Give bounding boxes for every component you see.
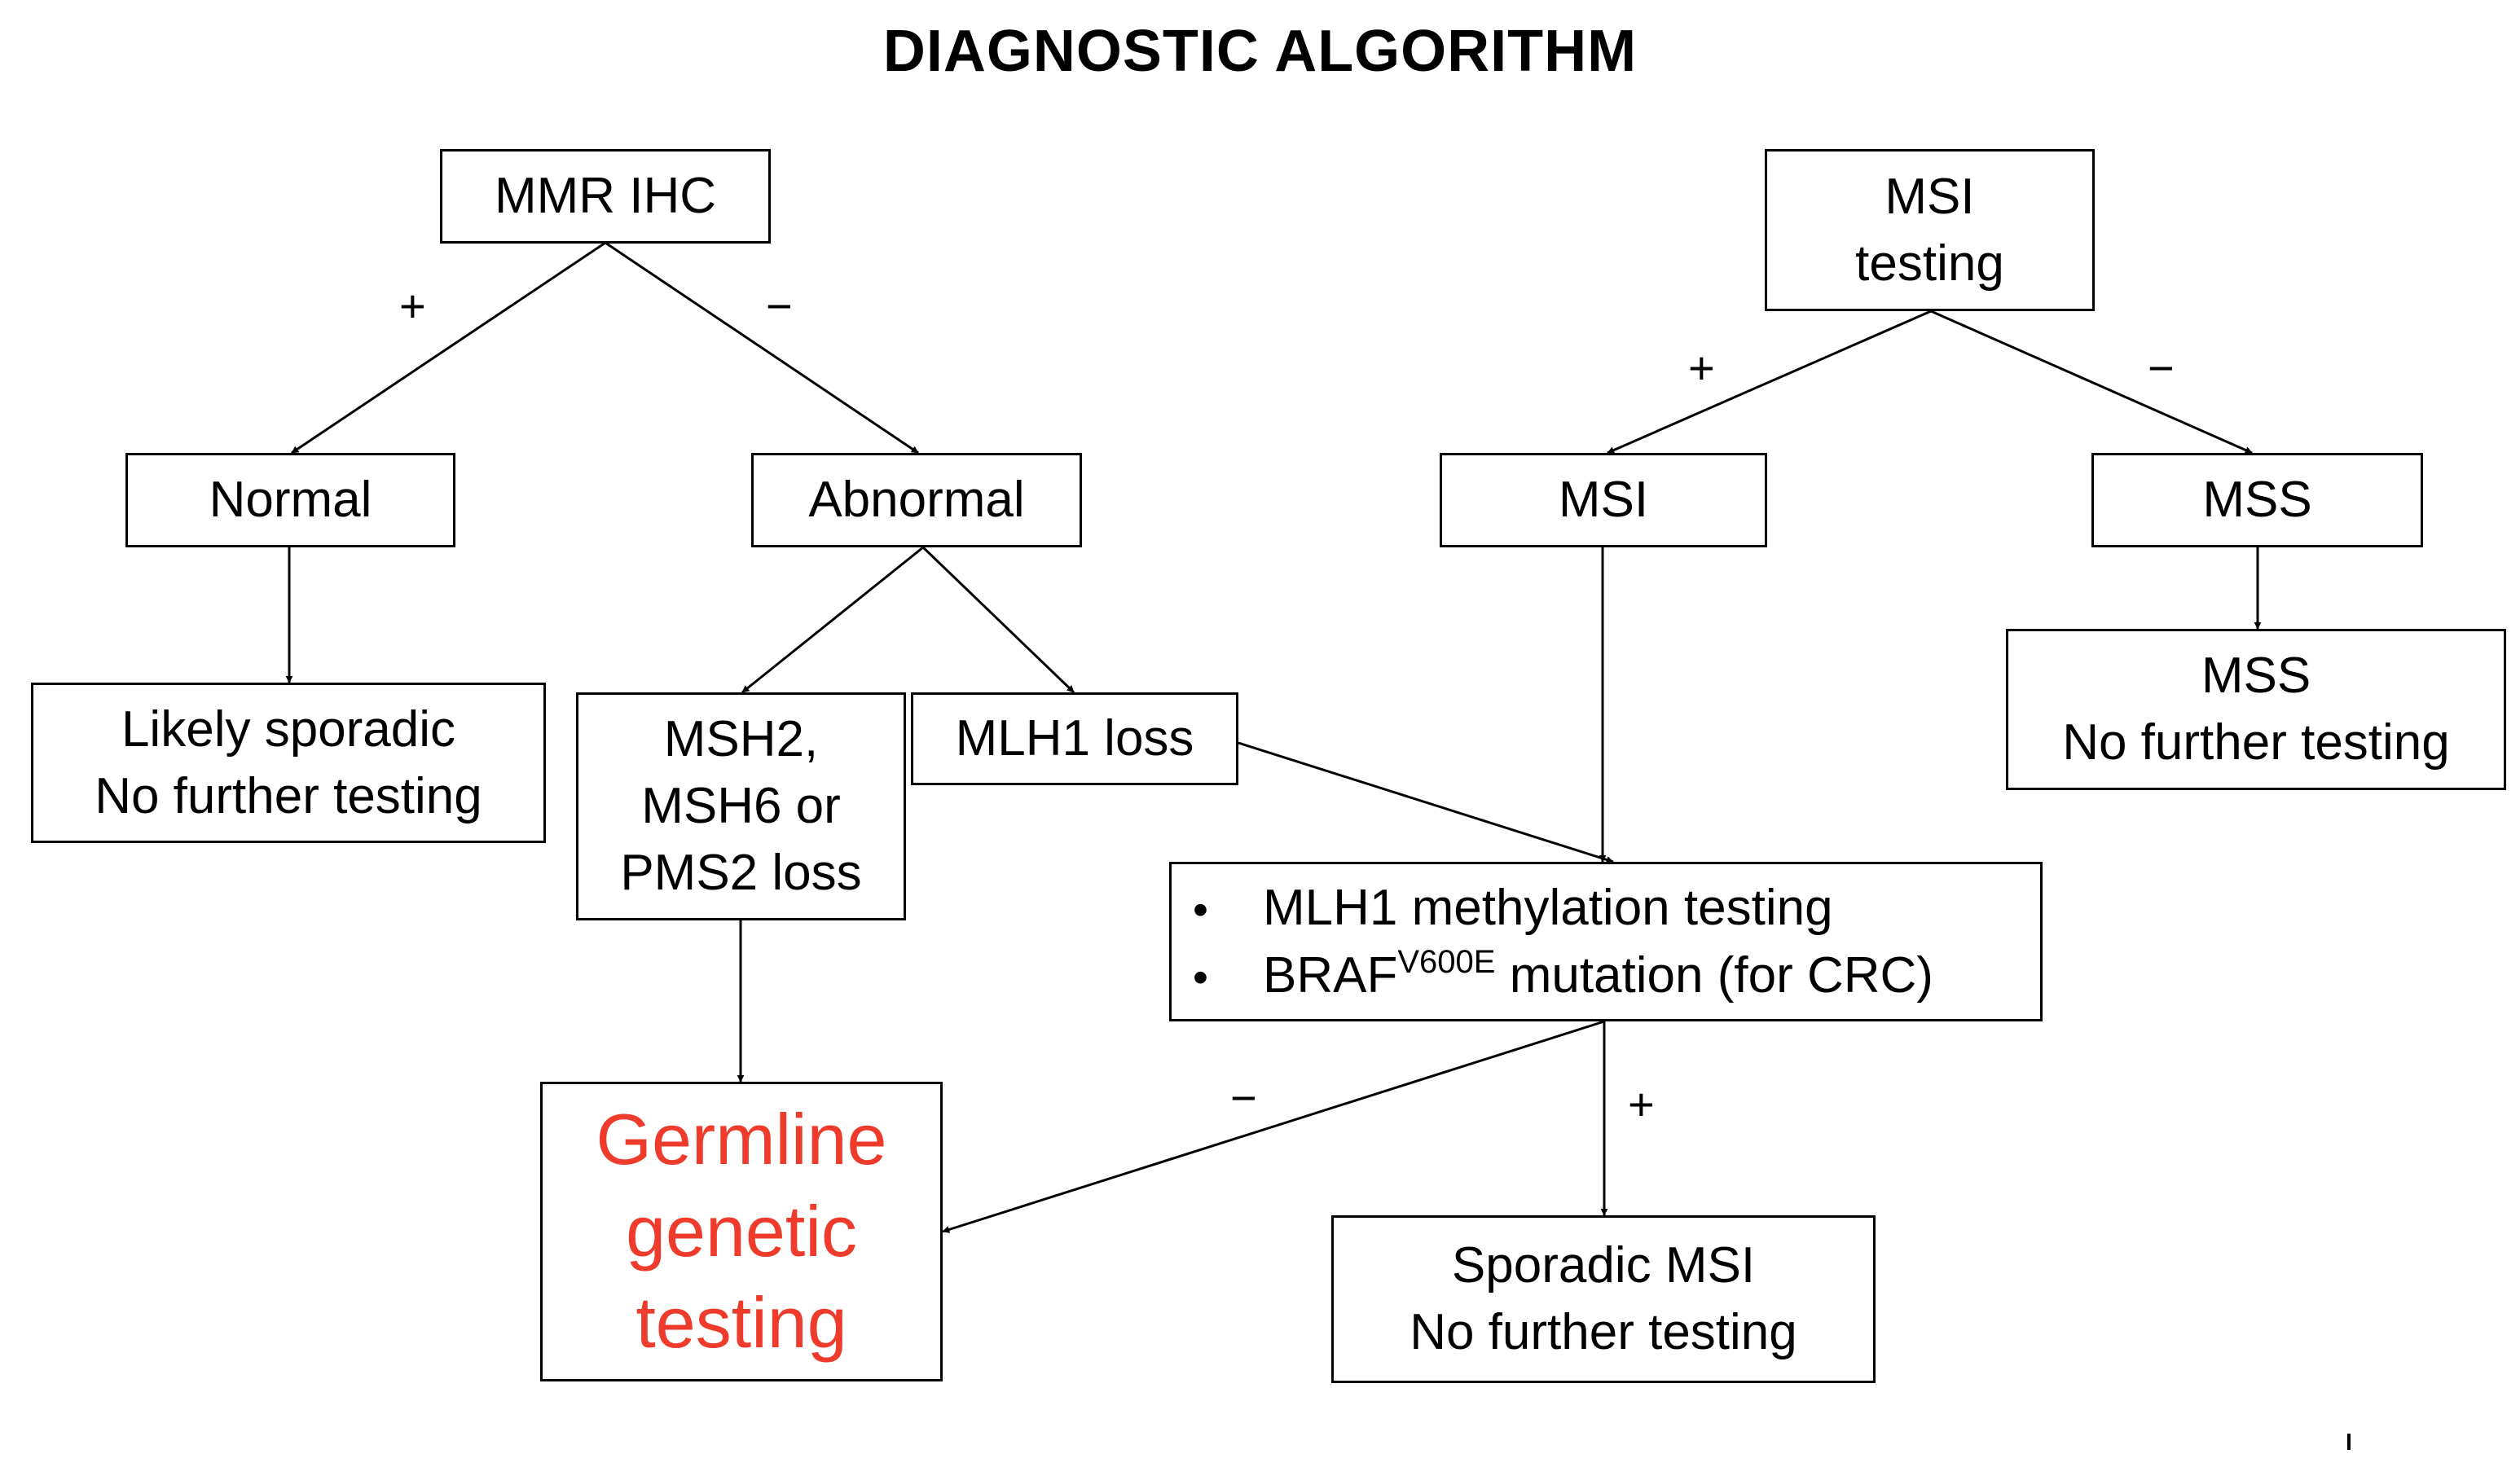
arrow-mlh1-to-methylation [1238, 741, 1614, 863]
node-likely-sporadic-line2: No further testing [95, 767, 482, 824]
edge-label-ihc-negative: − [766, 280, 793, 332]
node-germline-genetic-testing: Germline genetic testing [540, 1082, 943, 1381]
node-msi-testing: MSI testing [1765, 149, 2095, 311]
node-msh2-msh6-pms2-loss: MSH2, MSH6 or PMS2 loss [576, 692, 906, 920]
node-methylation-testing: • MLH1 methylation testing • BRAFV600E m… [1169, 862, 2043, 1021]
bullet-icon: • [1193, 953, 1208, 1002]
arrow-msitest-to-msi [1607, 310, 1932, 455]
node-mmr-ihc-label: MMR IHC [494, 168, 717, 225]
node-germline-line2: genetic [626, 1190, 857, 1272]
node-sporadic-msi-line2: No further testing [1410, 1304, 1797, 1360]
arrow-abnormal-to-mlh1 [921, 546, 1075, 694]
node-abnormal-label: Abnormal [808, 472, 1025, 529]
node-msi-testing-line2: testing [1855, 235, 2004, 292]
node-msi-testing-line1: MSI [1885, 168, 1975, 225]
edge-label-msi-negative: − [2148, 342, 2175, 393]
node-msi-label: MSI [1558, 472, 1649, 529]
node-germline-line1: Germline [596, 1099, 887, 1180]
braf-mutation-text: mutation (for CRC) [1495, 947, 1933, 1004]
node-msi: MSI [1440, 453, 1767, 547]
node-mlh1-loss: MLH1 loss [911, 692, 1238, 785]
methylation-item-2: • BRAFV600E mutation (for CRC) [1193, 942, 1933, 1009]
methylation-item-1-text: MLH1 methylation testing [1263, 879, 1833, 936]
methylation-item-1: • MLH1 methylation testing [1193, 874, 1833, 942]
arrow-abnormal-to-msh2 [741, 546, 924, 694]
node-likely-sporadic: Likely sporadic No further testing [31, 683, 546, 843]
node-germline-line3: testing [635, 1282, 847, 1364]
edge-label-methylation-negative: − [1230, 1072, 1257, 1123]
node-abnormal: Abnormal [751, 453, 1082, 547]
braf-variant-superscript: V600E [1397, 944, 1496, 980]
node-msh2-line1: MSH2, [663, 711, 819, 768]
node-mss-label: MSS [2202, 472, 2312, 529]
node-likely-sporadic-line1: Likely sporadic [121, 701, 456, 758]
node-normal: Normal [125, 453, 455, 547]
edge-label-methylation-positive: + [1628, 1078, 1655, 1130]
arrow-methylation-to-germline [942, 1020, 1605, 1233]
braf-gene-label: BRAF [1263, 947, 1398, 1004]
node-msh2-line3: PMS2 loss [620, 844, 862, 901]
node-sporadic-msi: Sporadic MSI No further testing [1331, 1215, 1876, 1383]
node-mlh1-loss-label: MLH1 loss [955, 710, 1194, 767]
node-mss-no-further-testing: MSS No further testing [2006, 629, 2506, 790]
diagram-title: DIAGNOSTIC ALGORITHM [882, 19, 1638, 84]
corner-tick-mark [2347, 1434, 2351, 1450]
node-mss-result-line2: No further testing [2062, 714, 2450, 771]
arrow-msitest-to-mss [1930, 310, 2253, 455]
node-mss-result-line1: MSS [2201, 648, 2311, 705]
node-normal-label: Normal [209, 472, 372, 529]
arrow-ihc-to-abnormal [605, 241, 919, 455]
bullet-icon: • [1193, 885, 1208, 934]
node-mmr-ihc: MMR IHC [440, 149, 771, 244]
node-mss: MSS [2091, 453, 2423, 547]
node-sporadic-msi-line1: Sporadic MSI [1451, 1237, 1756, 1294]
node-msh2-line2: MSH6 or [641, 778, 841, 835]
edge-label-msi-positive: + [1688, 342, 1715, 393]
arrow-ihc-to-normal [291, 241, 606, 455]
methylation-item-2-text: BRAFV600E mutation (for CRC) [1263, 942, 1933, 1009]
edge-label-ihc-positive: + [399, 280, 426, 332]
